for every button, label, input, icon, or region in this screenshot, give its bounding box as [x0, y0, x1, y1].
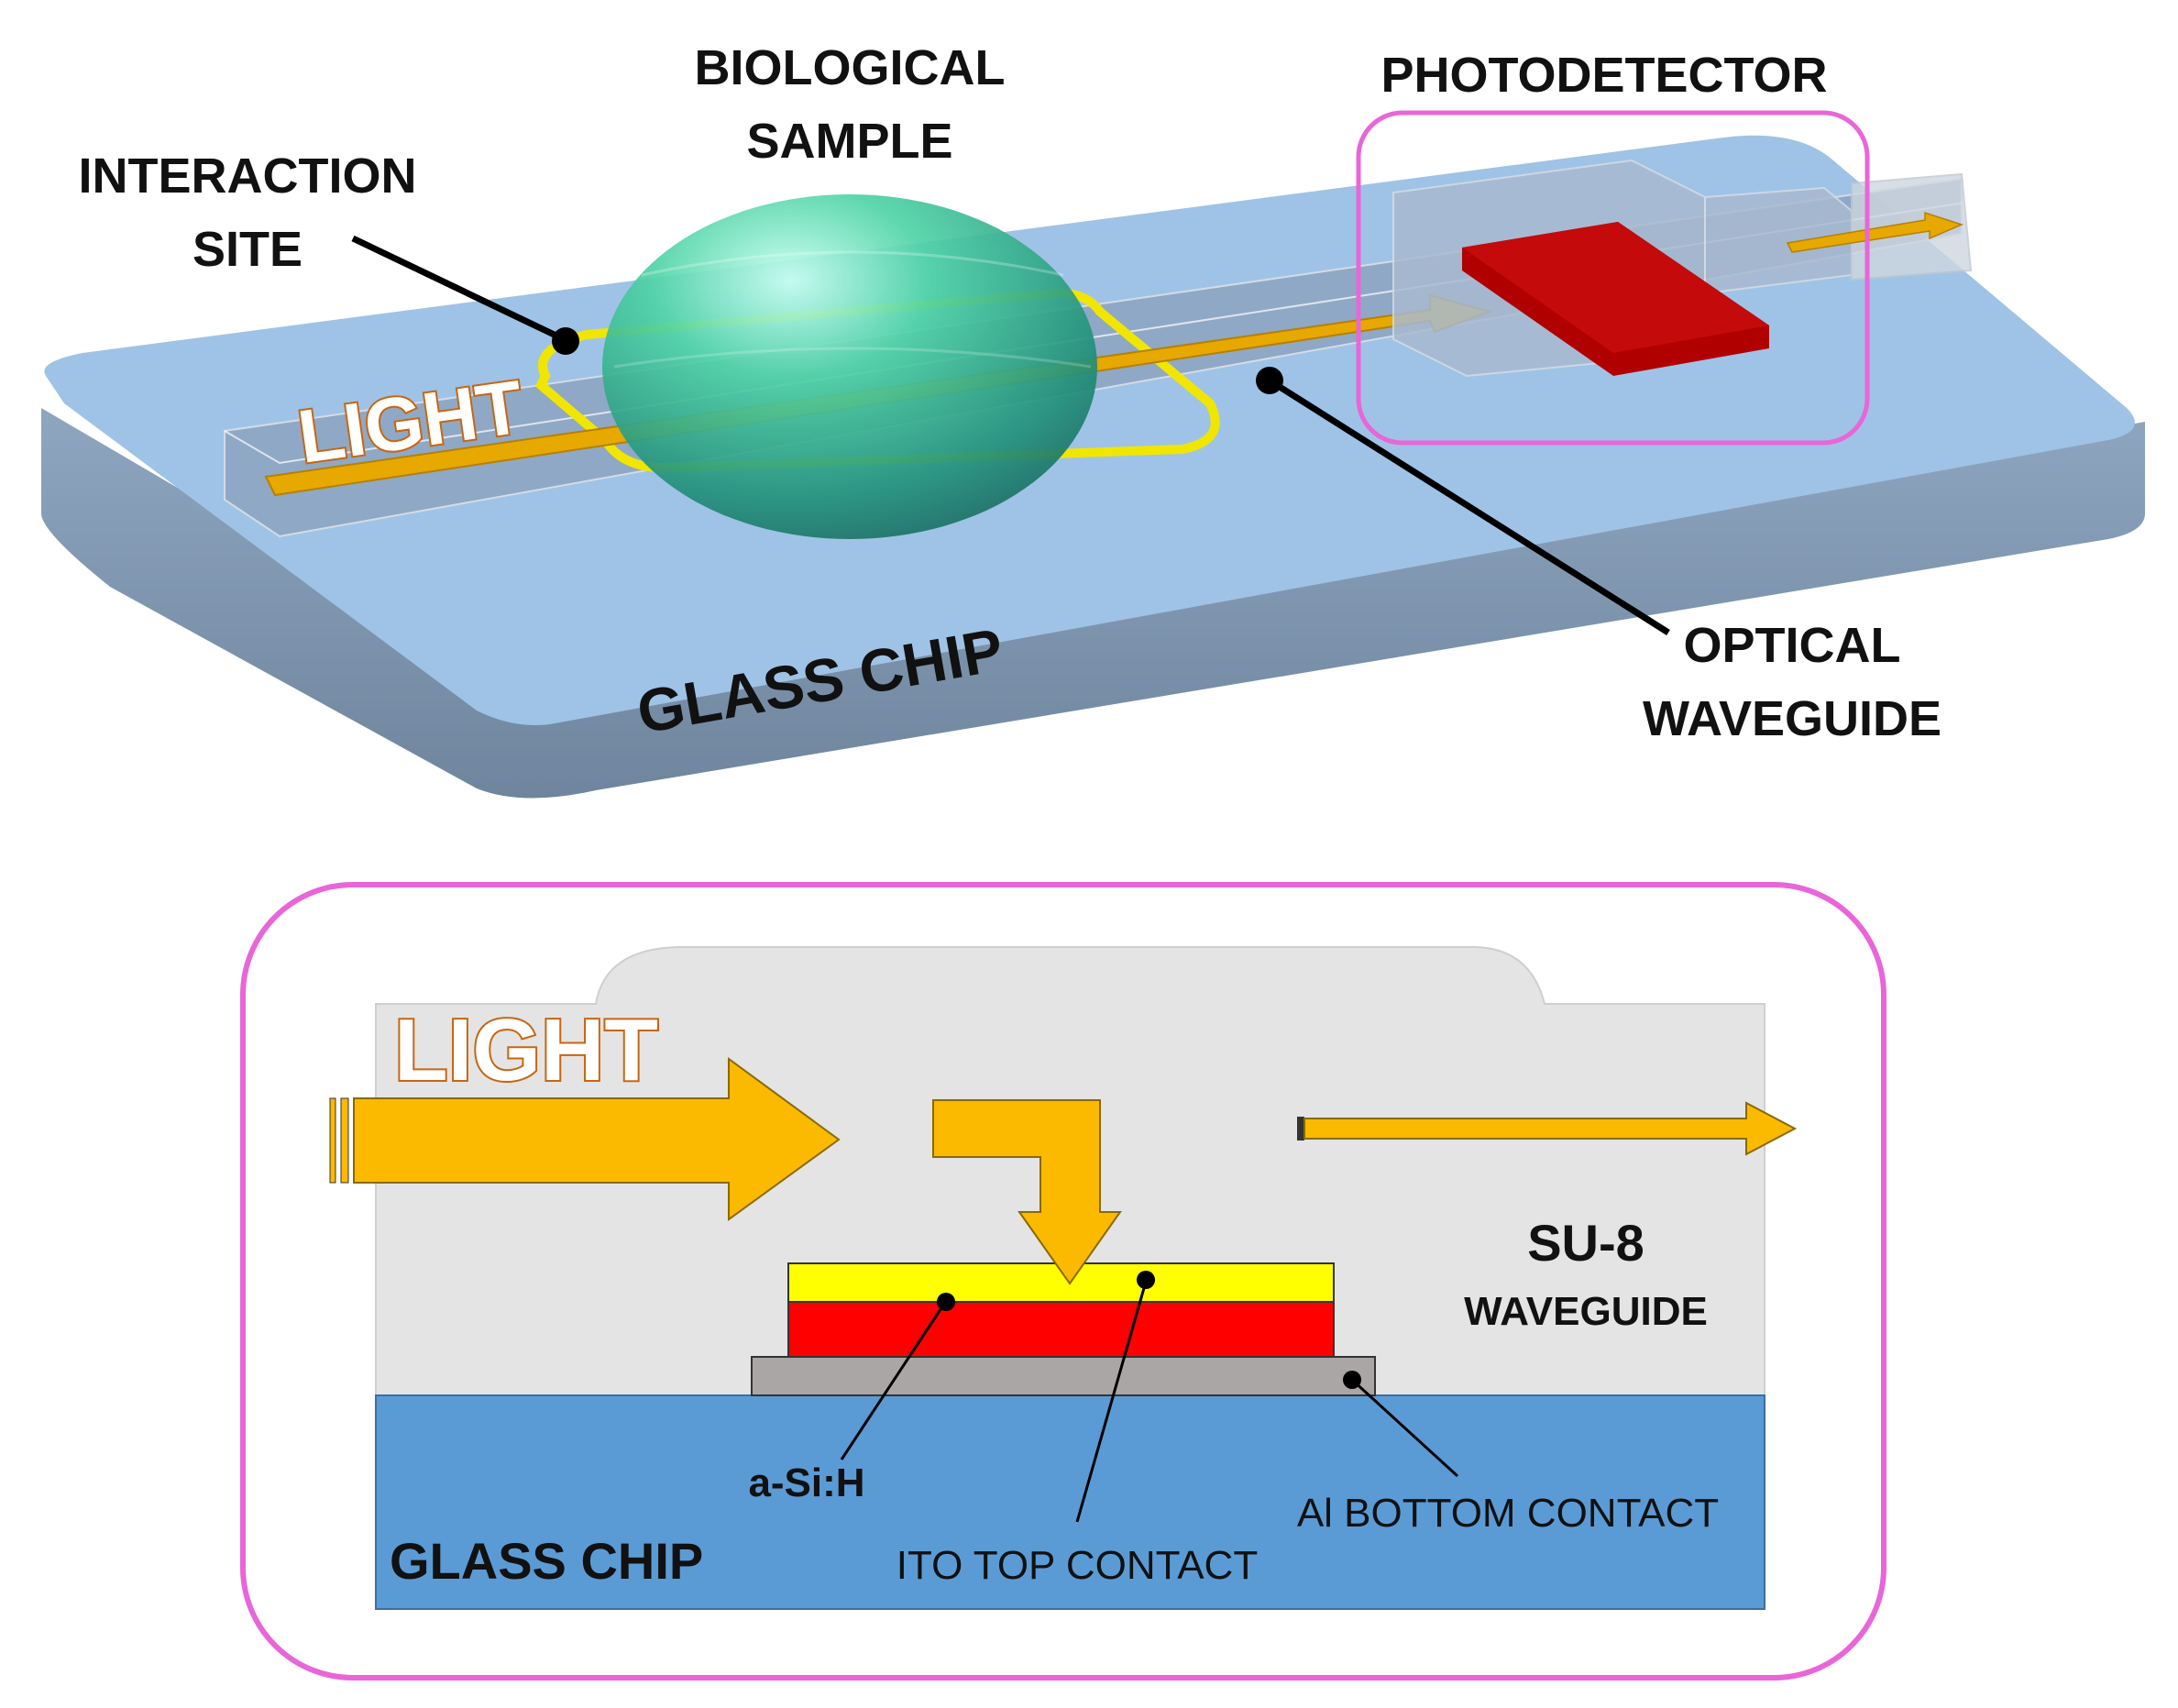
optical-waveguide-label-line2: WAVEGUIDE — [1643, 691, 1942, 746]
biological-sample-droplet — [602, 194, 1097, 539]
photodetector-label: PHOTODETECTOR — [1380, 48, 1827, 103]
photodetector-block — [1392, 159, 1973, 378]
ito-dot — [1137, 1271, 1155, 1289]
interaction-site-label-line1: INTERACTION — [79, 149, 417, 204]
asih-label: a-Si:H — [748, 1460, 864, 1505]
interaction-site-dot — [552, 327, 579, 355]
incoming-light-arrow — [329, 1057, 841, 1221]
asih-layer — [787, 1301, 1335, 1358]
downward-light-arrow — [932, 1099, 1122, 1285]
glass-chip-bottom-label: GLASS CHIP — [390, 1532, 703, 1590]
top-diagram: GLASS CHIP PHOTODETECTOR BIOLOGICAL SAMP… — [41, 40, 2145, 799]
waveguide-label: WAVEGUIDE — [1464, 1289, 1708, 1334]
photodetector-highlight-frame — [1356, 110, 1870, 446]
interaction-site-leader — [351, 235, 566, 343]
al-leader — [1350, 1378, 1459, 1478]
al-bottom-contact-label: Al BOTTOM CONTACT — [1297, 1491, 1719, 1536]
outgoing-light-arrow — [1297, 1101, 1798, 1156]
su8-label: SU-8 — [1527, 1214, 1644, 1272]
optical-waveguide-leader — [1268, 378, 1670, 635]
light-label-bottom: LIGHT — [394, 1001, 658, 1099]
cross-section-frame — [240, 882, 1886, 1680]
optical-waveguide-dot — [1256, 367, 1283, 394]
optical-waveguide-label-line1: OPTICAL — [1684, 618, 1901, 673]
al-bottom-contact-layer — [751, 1356, 1376, 1396]
asih-leader — [840, 1303, 946, 1460]
interaction-site-label-line2: SITE — [192, 222, 302, 277]
asih-dot — [937, 1293, 955, 1311]
ito-leader — [1075, 1281, 1148, 1523]
biological-sample-label-line2: SAMPLE — [746, 114, 952, 169]
al-dot — [1343, 1371, 1361, 1389]
ito-top-contact-label: ITO TOP CONTACT — [896, 1543, 1258, 1588]
bottom-diagram: LIGHT SU-8 WAVEGUIDE a-Si:H ITO TOP CONT… — [240, 882, 1886, 1680]
biological-sample-label-line1: BIOLOGICAL — [695, 40, 1006, 95]
